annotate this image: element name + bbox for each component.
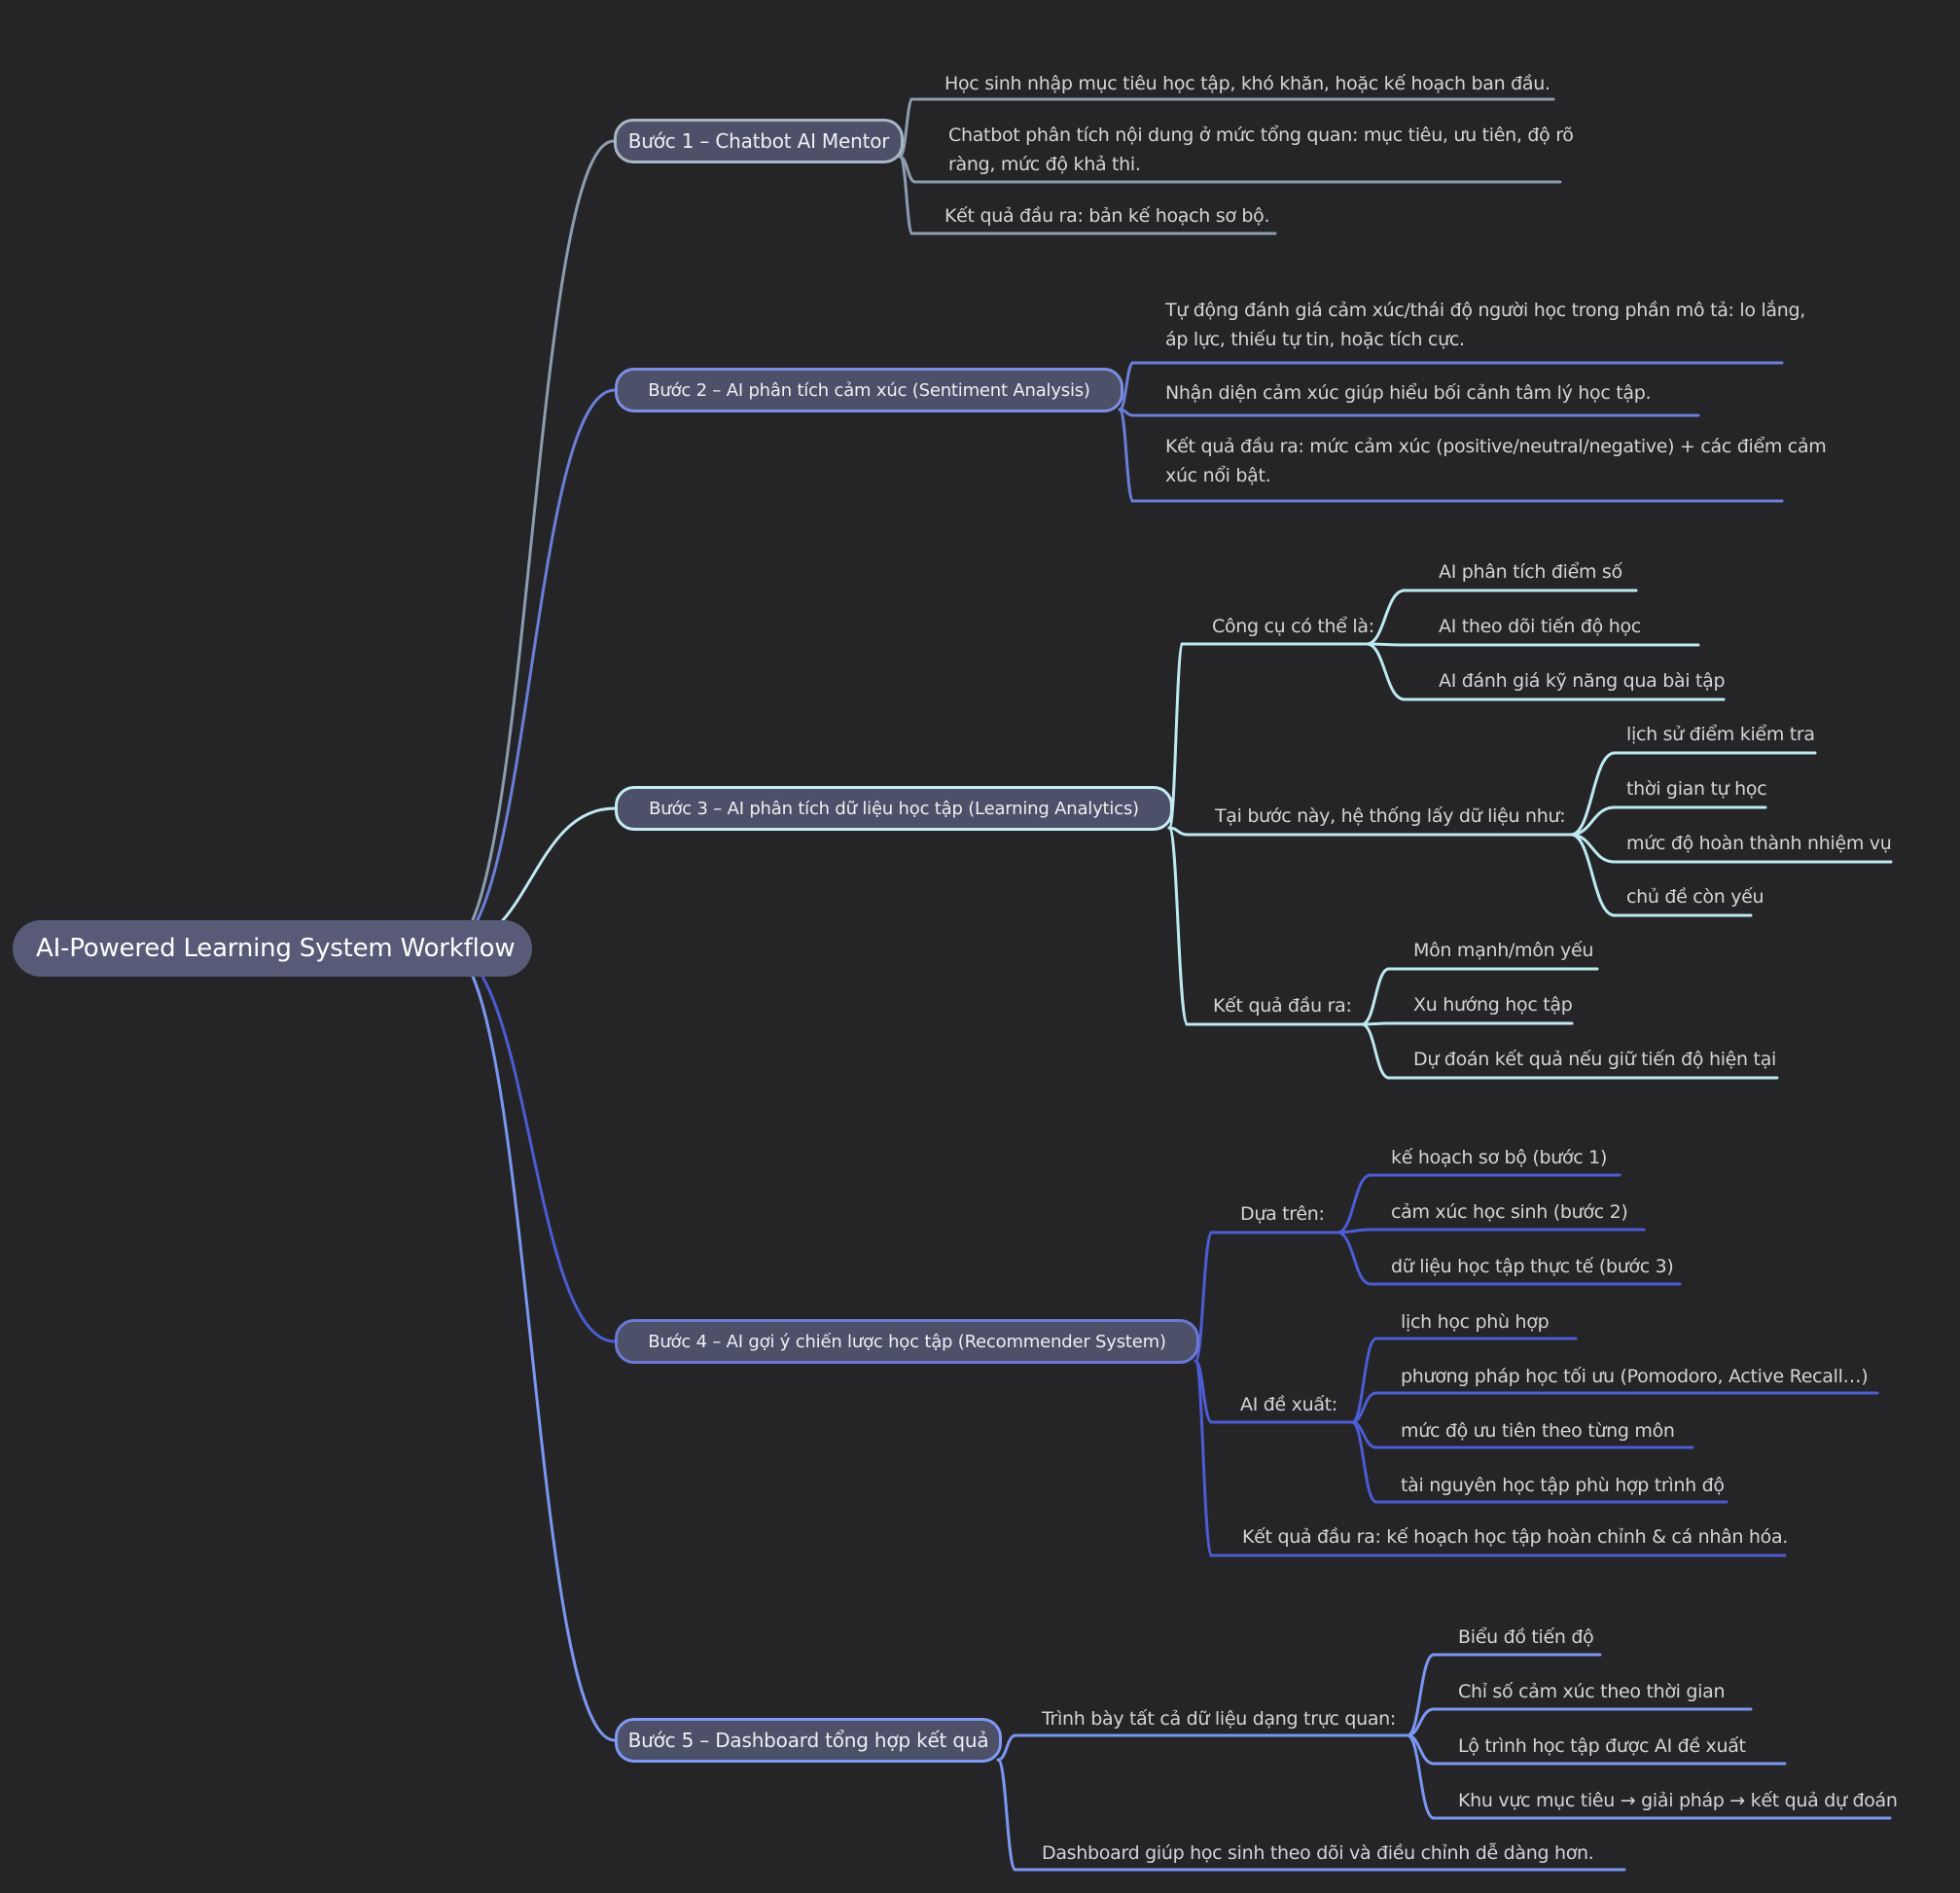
branch-5-group-0-child-1: Chỉ số cảm xúc theo thời gian (1458, 1681, 1726, 1702)
branch-4-group-1-child-2: mức độ ưu tiên theo từng môn (1401, 1420, 1675, 1442)
root-node[interactable]: AI-Powered Learning System Workflow (13, 920, 532, 977)
branch-4-leaf-2: Kết quả đầu ra: kế hoạch học tập hoàn ch… (1242, 1526, 1789, 1548)
branch-5-group-0-child-2: Lộ trình học tập được AI đề xuất (1458, 1735, 1746, 1757)
branch-4-group-1-label[interactable]: AI đề xuất: (1240, 1394, 1337, 1415)
branch-2-leaf-0: Tự động đánh giá cảm xúc/thái độ người h… (1165, 300, 1806, 350)
branch-3-group-0-label[interactable]: Công cụ có thể là: (1212, 616, 1374, 637)
branch-5-connectors (445, 946, 1892, 1872)
branch-3-group-2-child-0: Môn mạnh/môn yếu (1413, 940, 1594, 961)
branch-5-leaf-1: Dashboard giúp học sinh theo dõi và điều… (1042, 1842, 1594, 1864)
branch-4-group-0-label[interactable]: Dựa trên: (1240, 1203, 1325, 1225)
branch-2-connectors (445, 361, 1784, 950)
branch-node-5[interactable]: Bước 5 – Dashboard tổng hợp kết quả (615, 1718, 1002, 1763)
branch-2-leaf-2: Kết quả đầu ra: mức cảm xúc (positive/ne… (1165, 436, 1827, 486)
branch-3-group-0-child-1: AI theo dõi tiến độ học (1439, 616, 1641, 637)
branch-4-group-0-child-0: kế hoạch sơ bộ (bước 1) (1391, 1147, 1608, 1168)
branch-4-group-0-child-1: cảm xúc học sinh (bước 2) (1391, 1201, 1628, 1223)
branch-1-leaf-0: Học sinh nhập mục tiêu học tập, khó khăn… (944, 73, 1550, 94)
branch-5-group-0-label[interactable]: Trình bày tất cả dữ liệu dạng trực quan: (1042, 1708, 1397, 1730)
branch-3-group-0-child-0: AI phân tích điểm số (1439, 561, 1622, 583)
branch-node-3[interactable]: Bước 3 – AI phân tích dữ liệu học tập (L… (615, 786, 1173, 831)
branch-4-group-1-child-1: phương pháp học tối ưu (Pomodoro, Active… (1401, 1366, 1869, 1387)
branch-4-group-0-child-2: dữ liệu học tập thực tế (bước 3) (1391, 1256, 1674, 1277)
branch-3-group-2-child-2: Dự đoán kết quả nếu giữ tiến độ hiện tại (1413, 1049, 1777, 1070)
branch-3-group-1-child-2: mức độ hoàn thành nhiệm vụ (1626, 833, 1892, 854)
branch-3-group-1-child-3: chủ đề còn yếu (1626, 886, 1764, 908)
branch-4-connectors (445, 946, 1879, 1557)
branch-1-connectors (445, 97, 1562, 950)
branch-3-group-1-label[interactable]: Tại bước này, hệ thống lấy dữ liệu như: (1215, 805, 1566, 827)
branch-1-leaf-2: Kết quả đầu ra: bản kế hoạch sơ bộ. (944, 205, 1270, 227)
branch-node-2[interactable]: Bước 2 – AI phân tích cảm xúc (Sentiment… (615, 368, 1123, 412)
branch-4-group-1-child-3: tài nguyên học tập phù hợp trình độ (1401, 1475, 1725, 1496)
branch-node-4[interactable]: Bước 4 – AI gợi ý chiến lược học tập (Re… (615, 1319, 1199, 1364)
branch-node-1[interactable]: Bước 1 – Chatbot AI Mentor (614, 119, 904, 163)
branch-5-group-0-child-0: Biểu đồ tiến độ (1458, 1626, 1594, 1648)
branch-2-leaf-1: Nhận diện cảm xúc giúp hiểu bối cảnh tâm… (1165, 382, 1652, 404)
branch-3-connectors (445, 589, 1893, 1080)
branch-3-group-0-child-2: AI đánh giá kỹ năng qua bài tập (1439, 670, 1726, 692)
branch-5-group-0-child-3: Khu vực mục tiêu → giải pháp → kết quả d… (1458, 1790, 1898, 1811)
branch-1-leaf-1: Chatbot phân tích nội dung ở mức tổng qu… (948, 125, 1574, 175)
branch-3-group-2-label[interactable]: Kết quả đầu ra: (1213, 995, 1352, 1017)
branch-3-group-1-child-1: thời gian tự học (1626, 778, 1767, 800)
branch-3-group-2-child-1: Xu hướng học tập (1413, 994, 1573, 1016)
branch-4-group-1-child-0: lịch học phù hợp (1401, 1311, 1550, 1333)
branch-3-group-1-child-0: lịch sử điểm kiểm tra (1626, 724, 1815, 745)
